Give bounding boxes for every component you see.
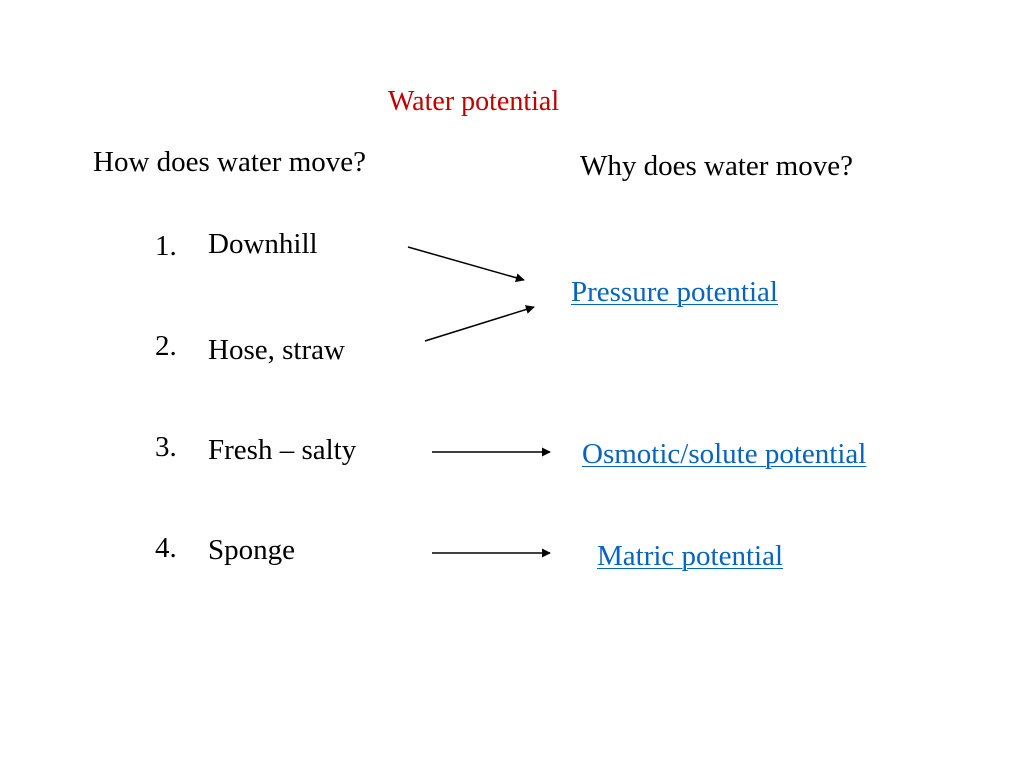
arrow-hose-to-pressure — [424, 305, 535, 342]
matric-potential-link[interactable]: Matric potential — [597, 540, 784, 572]
item-number-3: 3. — [155, 431, 177, 463]
arrow-downhill-to-pressure — [407, 246, 525, 283]
item-number-2: 2. — [155, 330, 177, 362]
left-heading: How does water move? — [93, 146, 366, 178]
item-label-downhill: Downhill — [208, 228, 318, 260]
item-label-hose-straw: Hose, straw — [208, 334, 345, 366]
item-number-4: 4. — [155, 532, 177, 564]
osmotic-solute-potential-link[interactable]: Osmotic/solute potential — [582, 438, 867, 470]
right-heading: Why does water move? — [580, 150, 853, 182]
item-number-1: 1. — [155, 230, 177, 262]
item-label-fresh-salty: Fresh – salty — [208, 434, 357, 466]
item-label-sponge: Sponge — [208, 534, 295, 566]
slide-title: Water potential — [388, 86, 560, 117]
pressure-potential-link[interactable]: Pressure potential — [571, 276, 778, 308]
